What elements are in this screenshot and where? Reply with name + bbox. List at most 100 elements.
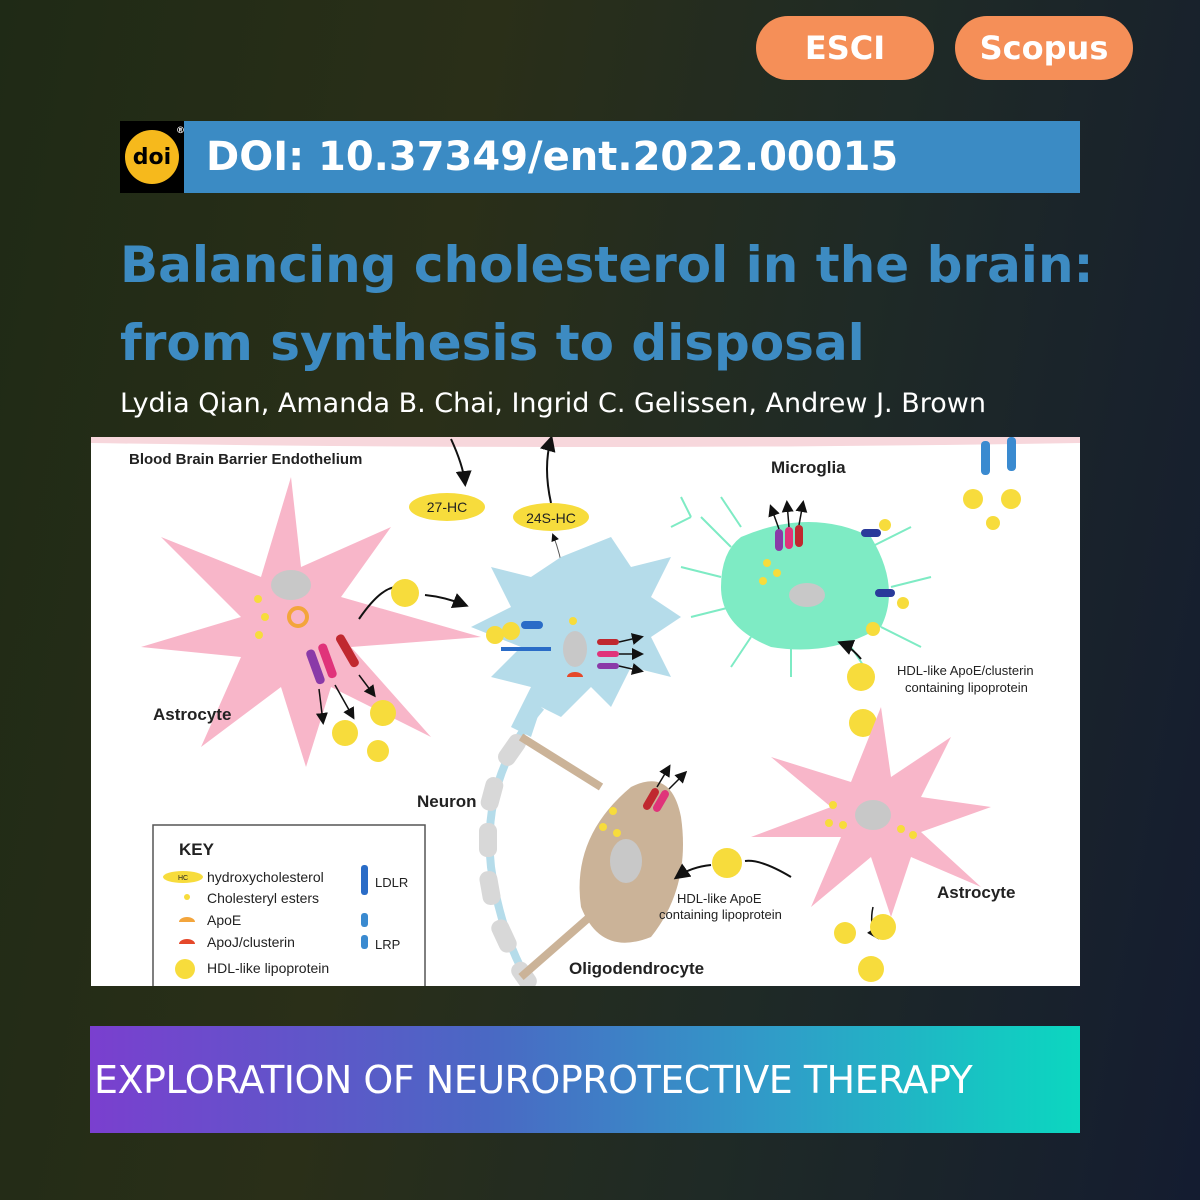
lipoprotein: [332, 720, 358, 746]
cholesteryl-ester-dot: [254, 595, 262, 603]
arrow-to-27hc: [450, 438, 472, 487]
arrow: [656, 764, 671, 788]
label-microglia: Microglia: [771, 458, 846, 477]
graphical-abstract-figure: Blood Brain Barrier Endothelium 27-HC 24…: [91, 437, 1080, 986]
arrow: [768, 504, 780, 530]
label-astrocyte-left: Astrocyte: [153, 705, 231, 724]
lipoprotein: [858, 956, 884, 982]
label-hdl-apoe-2: containing lipoprotein: [659, 907, 782, 922]
cholesteryl-ester-dot: [897, 825, 905, 833]
journal-name: EXPLORATION OF NEUROPROTECTIVE THERAPY: [94, 1057, 973, 1102]
lipoprotein: [502, 622, 520, 640]
arrow: [795, 500, 808, 526]
doi-link[interactable]: DOI: 10.37349/ent.2022.00015: [206, 134, 899, 180]
key-title: KEY: [179, 840, 215, 859]
lipoprotein: [847, 663, 875, 691]
arrow-from-24hc: [540, 437, 556, 504]
lipoprotein: [879, 519, 891, 531]
label-hdl-apoe-clusterin-1: HDL-like ApoE/clusterin: [897, 663, 1034, 678]
receptor: [318, 643, 337, 679]
article-title-line-1: Balancing cholesterol in the brain:: [120, 236, 1094, 294]
receptor: [653, 790, 669, 812]
arrow-to-oligodendrocyte: [677, 859, 792, 877]
receptor: [785, 527, 793, 549]
journal-banner: EXPLORATION OF NEUROPROTECTIVE THERAPY: [90, 1026, 1080, 1133]
arrow: [334, 684, 355, 720]
apoe-ring: [287, 606, 309, 628]
lipoprotein: [870, 914, 896, 940]
hc24-oval: [513, 503, 589, 531]
arrow: [668, 770, 688, 790]
key-cholesteryl-ester-icon: [184, 894, 190, 900]
esci-badge: ESCI: [756, 16, 934, 80]
lipoprotein: [370, 700, 396, 726]
cholesteryl-ester-dot: [613, 829, 621, 837]
label-astrocyte-right: Astrocyte: [937, 883, 1015, 902]
ldlr-receptor: [521, 621, 543, 629]
cholesteryl-ester-dot: [599, 823, 607, 831]
oligodendrocyte-nucleus: [610, 839, 642, 883]
receptor: [597, 651, 619, 657]
arrow: [358, 674, 376, 698]
key-lrp: LRP: [375, 937, 400, 952]
receptor: [306, 649, 325, 685]
key-hdl-icon: [175, 959, 195, 979]
arrow: [781, 500, 794, 528]
key-lrp-icon: [361, 935, 368, 949]
article-title: Balancing cholesterol in the brain: from…: [120, 226, 1120, 382]
endothelium-band: [91, 437, 1080, 447]
microglia-nucleus: [789, 583, 825, 607]
cholesteryl-ester-dot: [839, 821, 847, 829]
lipoprotein: [963, 489, 983, 509]
label-oligodendrocyte: Oligodendrocyte: [569, 959, 704, 978]
doi-bar[interactable]: doi DOI: 10.37349/ent.2022.00015: [120, 121, 1080, 193]
astrocyte-left-cell: [141, 477, 481, 767]
apoj: [567, 672, 583, 677]
key-apoj-icon: [179, 939, 195, 944]
arrow: [618, 663, 644, 675]
key-apoe: ApoE: [207, 912, 241, 928]
arrow-to-microglia: [837, 640, 862, 660]
lipoprotein: [486, 626, 504, 644]
scopus-badge: Scopus: [955, 16, 1133, 80]
key-hc-oval: [163, 871, 203, 883]
cholesteryl-ester-dot: [763, 559, 771, 567]
key-lrp-icon: [361, 913, 368, 927]
lrp-receptor: [981, 441, 990, 475]
lipoprotein: [367, 740, 389, 762]
ldlr-receptor: [875, 589, 895, 597]
arrow-to-neuron: [424, 593, 469, 608]
label-24hc: 24S-HC: [526, 510, 576, 526]
key-hc-tag: HC: [178, 875, 188, 882]
hc27-oval: [409, 493, 485, 521]
cholesteryl-ester-dot: [825, 819, 833, 827]
doi-logo: doi: [120, 121, 185, 193]
key-apoe-icon: [179, 917, 195, 922]
receptor: [775, 529, 783, 551]
neuron-nucleus: [563, 631, 587, 667]
receptor: [795, 525, 803, 547]
astrocyte-left-nucleus: [271, 570, 311, 600]
lipoprotein: [986, 516, 1000, 530]
key-apoj: ApoJ/clusterin: [207, 934, 295, 950]
label-neuron: Neuron: [417, 792, 477, 811]
lipoprotein: [1001, 489, 1021, 509]
article-authors: Lydia Qian, Amanda B. Chai, Ingrid C. Ge…: [120, 388, 986, 419]
lipoprotein: [712, 848, 742, 878]
cholesteryl-ester-dot: [909, 831, 917, 839]
arrow: [315, 688, 328, 725]
astrocyte-right-nucleus: [855, 800, 891, 830]
cholesteryl-ester-dot: [609, 807, 617, 815]
arrow: [618, 633, 644, 645]
receptor: [643, 788, 659, 810]
figure-key: KEY HC hydroxycholesterol Cholesteryl es…: [152, 824, 426, 986]
receptor: [597, 663, 619, 669]
key-ldlr-icon: [361, 865, 368, 895]
cholesteryl-ester-dot: [759, 577, 767, 585]
key-ldlr: LDLR: [375, 875, 408, 890]
lipoprotein: [897, 597, 909, 609]
key-cholesteryl-esters: Cholesteryl esters: [207, 890, 319, 906]
article-title-line-2: from synthesis to disposal: [120, 314, 865, 372]
microglia-processes: [670, 496, 932, 678]
lrp-receptor: [1007, 437, 1016, 471]
